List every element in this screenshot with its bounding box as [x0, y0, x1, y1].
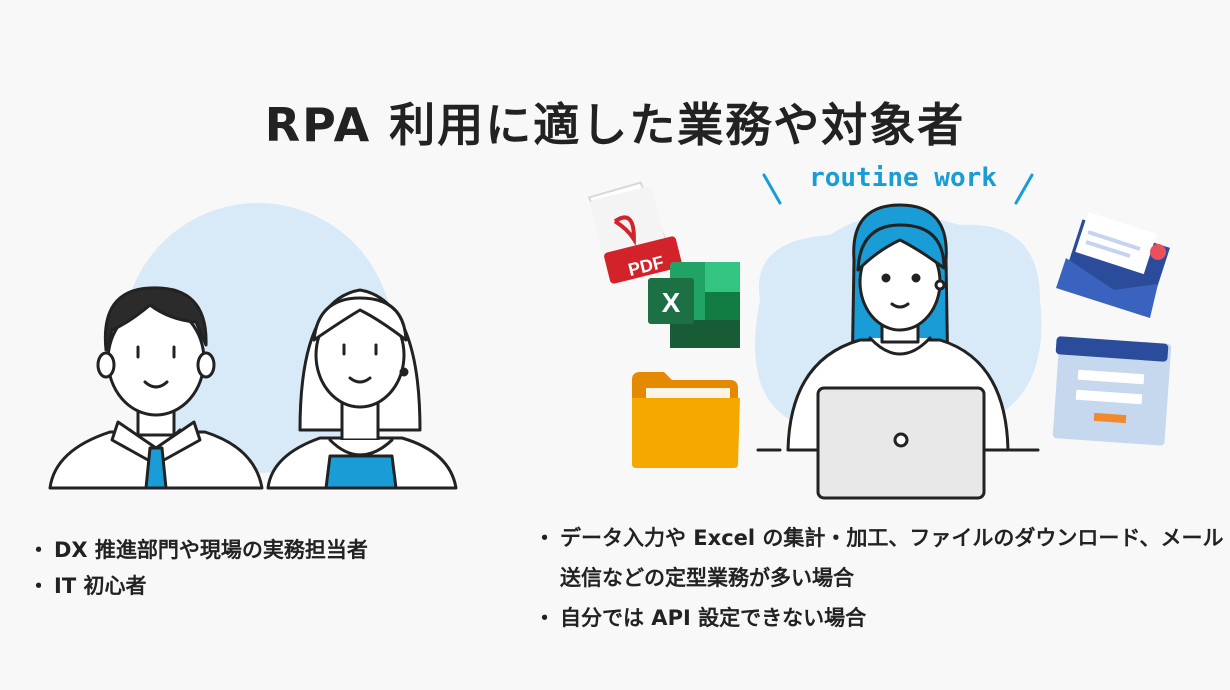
excel-letter: X	[662, 287, 681, 318]
pdf-file-icon	[587, 181, 682, 284]
right-bullet-item: 自分では API 設定できない場合	[534, 598, 1230, 638]
left-bullet-item: IT 初心者	[28, 568, 368, 604]
man-figure-icon	[48, 286, 264, 490]
right-bullet-list: データ入力や Excel の集計・加工、ファイルのダウンロード、メール送信などの…	[534, 518, 1230, 638]
emphasis-mark-right	[1014, 173, 1034, 205]
worker-at-laptop-icon	[756, 203, 1040, 500]
mail-icon	[1056, 211, 1170, 318]
folder-icon	[632, 372, 740, 468]
left-bullet-item: DX 推進部門や現場の実務担当者	[28, 532, 368, 568]
emphasis-mark-left	[762, 173, 782, 205]
routine-work-label: routine work	[809, 163, 997, 193]
left-bullet-list: DX 推進部門や現場の実務担当者 IT 初心者	[28, 532, 368, 604]
page-title: RPA 利用に適した業務や対象者	[264, 97, 966, 152]
excel-file-icon	[648, 262, 740, 348]
form-window-icon	[1052, 336, 1172, 446]
woman-figure-icon	[266, 288, 458, 490]
right-bullet-item: データ入力や Excel の集計・加工、ファイルのダウンロード、メール送信などの…	[534, 518, 1230, 598]
